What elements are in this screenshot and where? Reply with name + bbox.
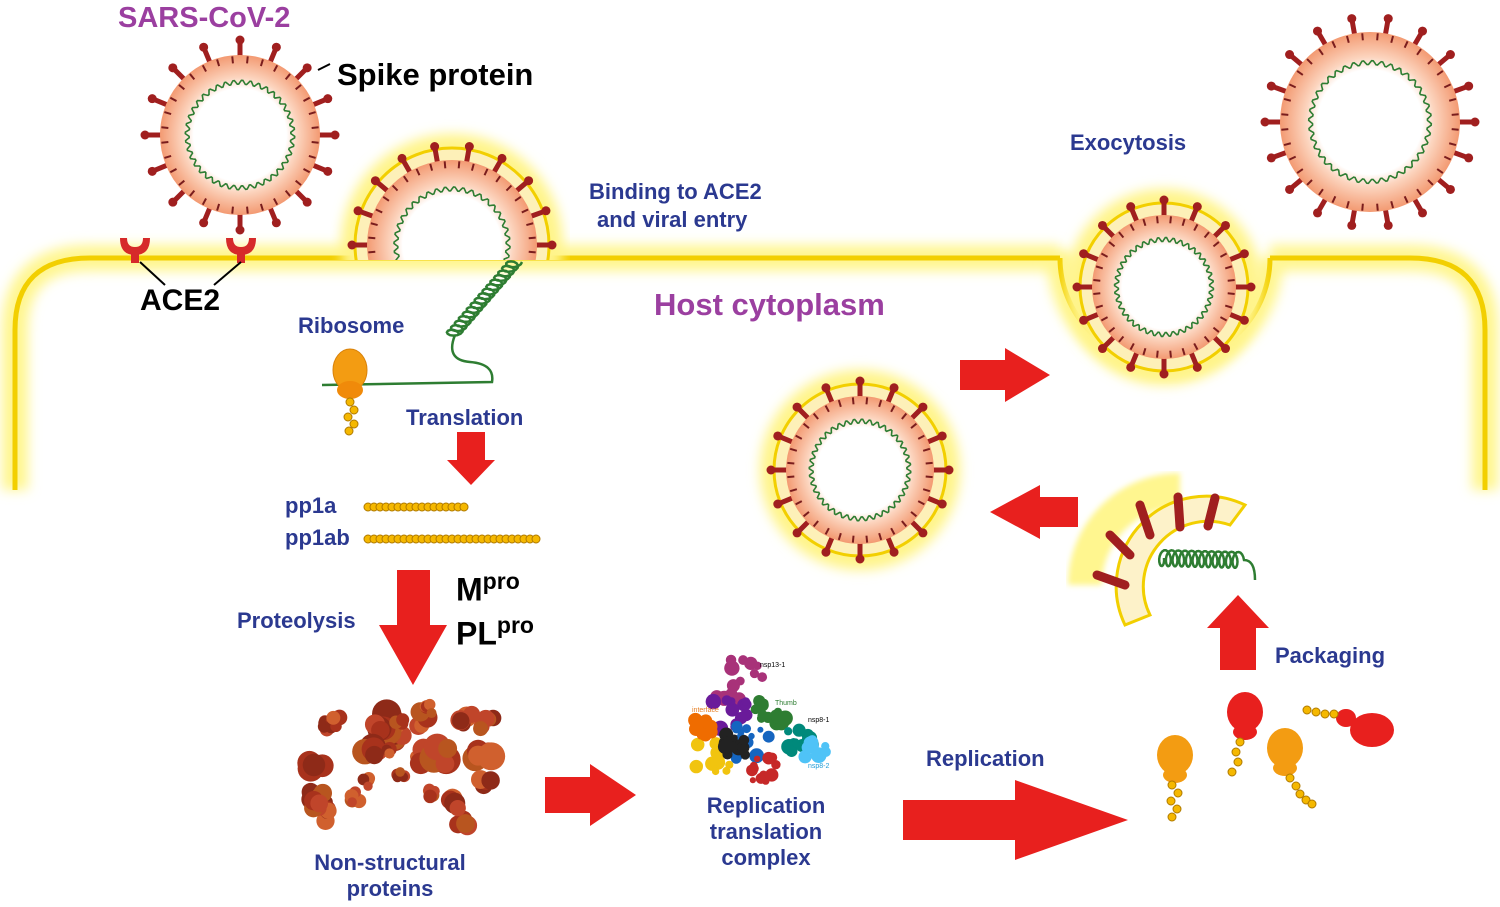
complex-label-thumb: Thumb	[775, 700, 797, 707]
ace2-pointer-right	[213, 261, 242, 286]
replication-arrow	[903, 780, 1128, 860]
nonstructural-label-line1: Non-structural	[314, 850, 466, 875]
pp1ab-chain	[363, 534, 541, 544]
virion-budding	[1066, 189, 1262, 385]
rtc-label-line1: Replication	[706, 793, 826, 818]
replication-translation-complex-illustration	[688, 654, 831, 785]
complex-label-nsp8-1: nsp8-1	[808, 717, 830, 724]
spike-protein-label: Spike protein	[337, 57, 534, 92]
ribosomes-bottom-right	[1157, 692, 1394, 822]
ribosome-top	[332, 348, 368, 399]
binding-label-line2: and viral entry	[597, 207, 748, 232]
packaging-arrow	[1207, 595, 1269, 670]
peptide-chain-top	[343, 397, 359, 436]
pp1a-label: pp1a	[285, 493, 337, 518]
nonstructural-label-line2: proteins	[346, 876, 434, 901]
rtc-label-line2: translation	[709, 819, 823, 844]
virion-released	[1260, 14, 1480, 230]
mpro-sup: pro	[482, 568, 520, 594]
mpro-label: Mpro	[456, 568, 520, 609]
translation-label: Translation	[406, 405, 524, 430]
assembly-arrow	[990, 485, 1078, 539]
pp1a-chain	[363, 502, 469, 512]
released-rna	[321, 260, 524, 387]
proteolysis-label: Proteolysis	[237, 608, 356, 633]
translation-arrow	[447, 432, 495, 485]
complex-label-interface: interface	[692, 707, 719, 714]
plpro-label: PLpro	[456, 612, 534, 653]
spike-pointer	[317, 63, 331, 71]
proteolysis-arrow	[379, 570, 447, 685]
complex-label-nsp13: nsp13-1	[760, 662, 785, 669]
non-structural-proteins-illustration	[297, 698, 506, 836]
ace2-pointer-left	[139, 261, 166, 286]
packaging-label: Packaging	[1275, 643, 1386, 668]
host-cytoplasm-label: Host cytoplasm	[654, 287, 885, 322]
ace2-receptor-left	[120, 238, 150, 263]
ribosome-label: Ribosome	[298, 313, 405, 338]
ace2-receptor-right	[226, 238, 256, 263]
virion-assembled	[760, 370, 960, 570]
rtc-label-line3: complex	[721, 845, 811, 870]
plpro-base: PL	[456, 615, 497, 652]
replication-label: Replication	[926, 746, 1045, 771]
complex-label-nsp8-2: nsp8-2	[808, 763, 830, 770]
partial-capsid	[1068, 473, 1248, 627]
exocytosis-label: Exocytosis	[1070, 130, 1187, 155]
nsp-to-complex-arrow	[545, 764, 636, 826]
ace2-label: ACE2	[140, 284, 221, 317]
transport-arrow	[960, 348, 1050, 402]
virus-name-label: SARS-CoV-2	[118, 2, 291, 34]
plpro-sup: pro	[496, 612, 534, 638]
virion-free-top-left	[140, 35, 340, 235]
mpro-base: M	[456, 571, 483, 608]
packaging-rna	[1157, 549, 1257, 581]
binding-label-line1: Binding to ACE2	[589, 179, 762, 204]
virion-entering-cell	[341, 134, 563, 260]
pp1ab-label: pp1ab	[285, 525, 350, 550]
